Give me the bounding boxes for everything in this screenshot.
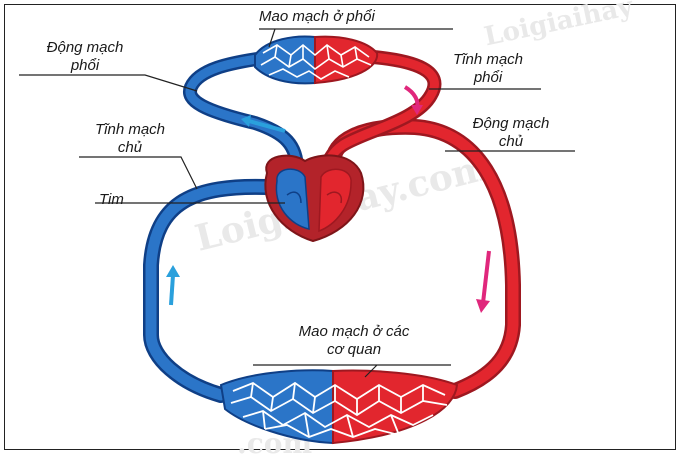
label-vena-cava-line1: Tĩnh mạch [75,121,185,139]
arrow-systemic-down [476,251,490,313]
label-aorta-line2: chủ [445,133,577,151]
label-pulmonary-artery: Động mạch phổi [17,39,153,75]
label-pulmonary-artery-line1: Động mạch [17,39,153,57]
label-vena-cava: Tĩnh mạch chủ [75,121,185,157]
label-vena-cava-line2: chủ [75,139,185,157]
arrow-systemic-up [166,265,180,305]
figure-frame: Loigiaihay Loigiaihay.com .com [4,4,676,450]
label-aorta: Động mạch chủ [445,115,577,151]
label-pulmonary-artery-line2: phổi [17,57,153,75]
label-heart: Tim [99,191,124,209]
lung-capillary-bed [255,37,377,84]
heart [265,155,363,241]
label-pulmonary-vein-line2: phổi [433,69,543,87]
label-organ-capillaries-line2: cơ quan [249,341,459,359]
label-pulmonary-vein-line1: Tĩnh mạch [433,51,543,69]
label-organ-capillaries-line1: Mao mạch ở các [249,323,459,341]
label-pulmonary-capillaries: Mao mạch ở phổi [259,8,375,26]
label-aorta-line1: Động mạch [445,115,577,133]
label-organ-capillaries: Mao mạch ở các cơ quan [249,323,459,359]
organ-capillary-bed [221,370,457,443]
label-pulmonary-vein: Tĩnh mạch phổi [433,51,543,87]
